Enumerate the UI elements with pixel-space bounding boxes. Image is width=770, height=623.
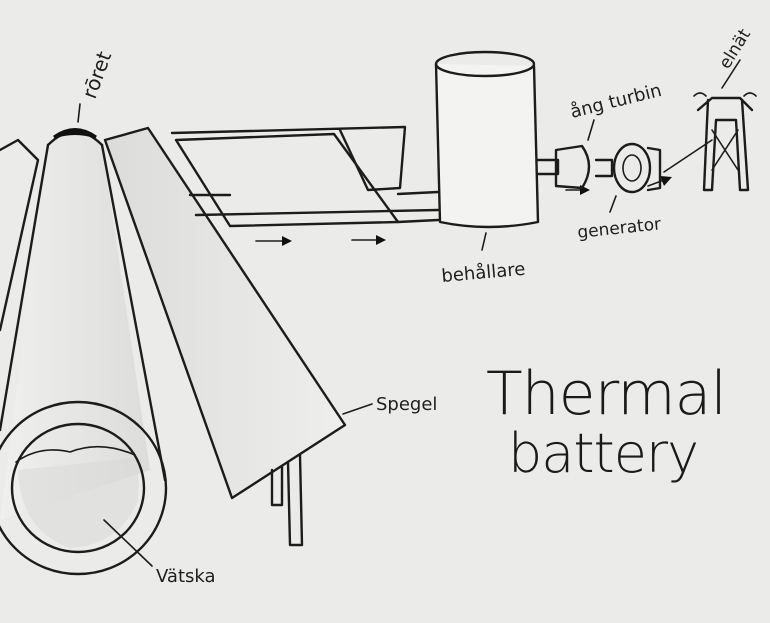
receiver-tube bbox=[0, 103, 167, 520]
label-spegel: Spegel bbox=[376, 394, 437, 415]
title-line-1: Thermal bbox=[486, 359, 726, 429]
mirror-spegel bbox=[103, 126, 373, 547]
tube-cross-section bbox=[0, 400, 168, 576]
title-line-2: battery bbox=[508, 422, 698, 485]
left-mirror-panel bbox=[0, 138, 40, 332]
label-behallare: behållare bbox=[441, 259, 527, 287]
storage-tank bbox=[434, 50, 540, 251]
label-generator: generator bbox=[576, 214, 662, 243]
label-roret: rōret bbox=[77, 48, 116, 102]
collector-panels bbox=[170, 125, 440, 228]
label-elnat: elnät bbox=[715, 25, 755, 72]
turbine-generator bbox=[536, 119, 662, 213]
label-ang-turbin: ång turbin bbox=[568, 80, 664, 123]
label-vatska: Vätska bbox=[156, 566, 216, 587]
power-tower bbox=[663, 59, 757, 192]
